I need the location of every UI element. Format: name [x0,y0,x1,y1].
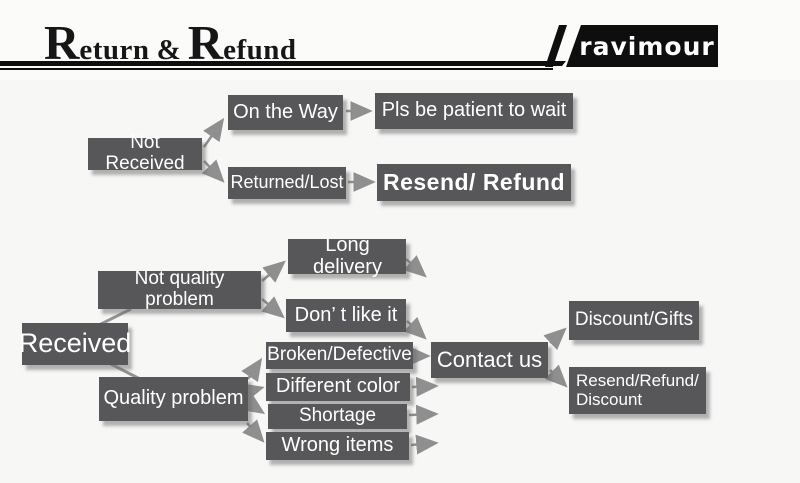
node-returned-lost: Returned/Lost [228,167,346,199]
header-underline-thick [0,61,566,66]
node-on-the-way: On the Way [228,95,343,130]
node-wrong-items: Wrong items [266,432,409,460]
node-resend-refund-discount: Resend/Refund/ Discount [569,367,706,414]
node-long-delivery: Long delivery [288,234,406,277]
title-dropcap-2: R [187,15,224,70]
node-resend-refund: Resend/ Refund [377,164,571,201]
node-broken-defective: Broken/Defective [266,342,413,369]
node-pls-be-patient: Pls be patient to wait [375,93,573,129]
node-not-quality-problem: Not quality problem [98,269,261,310]
node-quality-problem: Quality problem [99,377,248,421]
page-title: Return&Refund [44,14,297,71]
header-underline-thin [0,68,553,70]
node-not-received: Not Received [88,133,202,174]
node-discount-gifts: Discount/Gifts [569,301,699,340]
title-text-2: efund [223,34,297,66]
node-contact-us: Contact us [431,342,548,378]
node-received: Received [19,323,131,365]
node-different-color: Different color [266,373,410,401]
title-ampersand: & [156,34,181,66]
node-shortage: Shortage [268,404,407,429]
brand-logo-text: ravimour [579,31,715,61]
title-dropcap-1: R [44,15,80,70]
node-dont-like-it: Don’ t like it [286,299,406,332]
header: Return&Refund ravimour [0,0,800,80]
brand-logo: ravimour [566,25,718,67]
title-text-1: eturn [79,34,150,66]
